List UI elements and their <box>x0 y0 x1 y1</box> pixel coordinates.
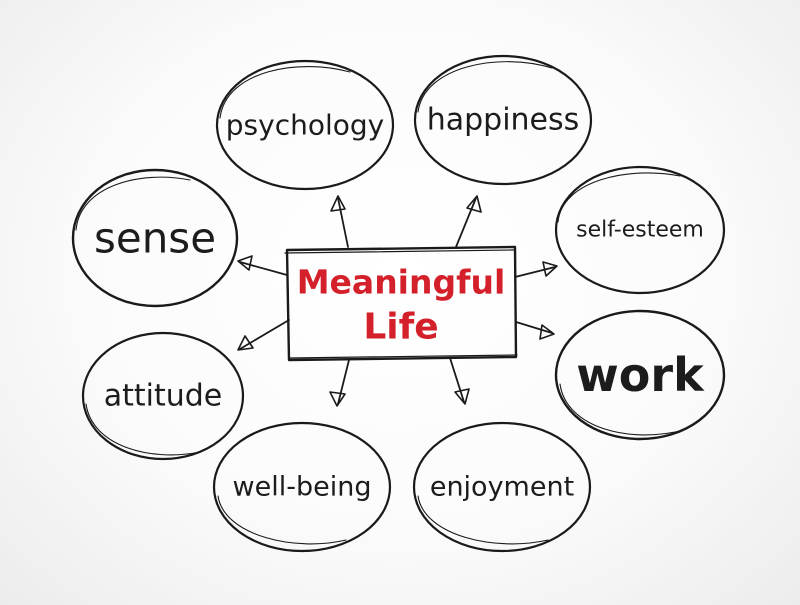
node-label: sense <box>94 214 216 263</box>
center-title-line-1: Meaningful <box>297 263 506 302</box>
node-sketch-stroke <box>417 61 553 113</box>
node-sketch-stroke <box>75 176 191 231</box>
arrow-shaft <box>239 319 290 350</box>
node-happiness: happiness <box>413 54 593 186</box>
node-well-being: well-being <box>212 421 392 553</box>
node-label: attitude <box>104 379 223 414</box>
node-sketch-stroke <box>85 403 201 456</box>
node-outline <box>81 331 245 461</box>
arrow-to-sense <box>237 255 288 276</box>
arrow-to-well-being <box>329 359 350 407</box>
arrow-shaft <box>515 321 553 334</box>
center-box-outline <box>285 245 518 362</box>
node-psychology: psychology <box>215 59 395 191</box>
arrow-shaft <box>337 197 349 248</box>
node-sketch-stroke <box>559 383 685 436</box>
node-attitude: attitude <box>81 331 245 461</box>
arrowhead-icon <box>542 261 558 277</box>
arrow-shaft <box>455 197 477 248</box>
node-label: happiness <box>427 103 580 138</box>
node-self-esteem: self-esteem <box>554 165 726 295</box>
node-outline <box>212 421 392 553</box>
arrow-shaft <box>239 261 288 276</box>
arrowhead-icon <box>466 195 482 213</box>
node-label: self-esteem <box>576 218 704 243</box>
node-label: psychology <box>226 109 384 142</box>
node-sketch-stroke <box>217 495 347 545</box>
node-outline <box>554 309 726 441</box>
node-outline <box>413 54 593 186</box>
arrowhead-icon <box>454 388 470 405</box>
arrow-to-enjoyment <box>449 357 470 405</box>
node-label: well-being <box>233 472 372 503</box>
node-sense: sense <box>71 168 239 308</box>
arrow-to-self-esteem <box>514 261 558 278</box>
center-box: Meaningful Life <box>284 245 518 362</box>
node-outline <box>71 168 239 308</box>
node-outline <box>412 421 592 553</box>
node-sketch-stroke <box>219 66 351 119</box>
arrow-to-psychology <box>330 195 349 248</box>
arrow-to-work <box>515 321 555 340</box>
arrow-shaft <box>514 266 556 278</box>
center-box-sketch-stroke <box>284 249 518 359</box>
arrow-to-attitude <box>237 319 290 351</box>
node-label: work <box>576 348 705 402</box>
node-work: work <box>554 309 726 441</box>
node-outline <box>215 59 395 191</box>
arrow-to-happiness <box>455 195 482 248</box>
node-outline <box>554 165 726 295</box>
arrowhead-icon <box>329 391 346 407</box>
connector-arrows <box>237 195 558 407</box>
node-sketch-stroke <box>417 495 549 545</box>
arrowhead-icon <box>539 324 555 340</box>
node-label: enjoyment <box>430 472 574 503</box>
arrow-shaft <box>449 357 465 403</box>
node-sketch-stroke <box>557 172 681 223</box>
center-title-line-2: Life <box>363 307 438 348</box>
arrowhead-icon <box>330 195 346 212</box>
arrowhead-icon <box>237 335 254 351</box>
node-enjoyment: enjoyment <box>412 421 592 553</box>
arrow-shaft <box>337 359 350 405</box>
arrowhead-icon <box>237 255 253 271</box>
